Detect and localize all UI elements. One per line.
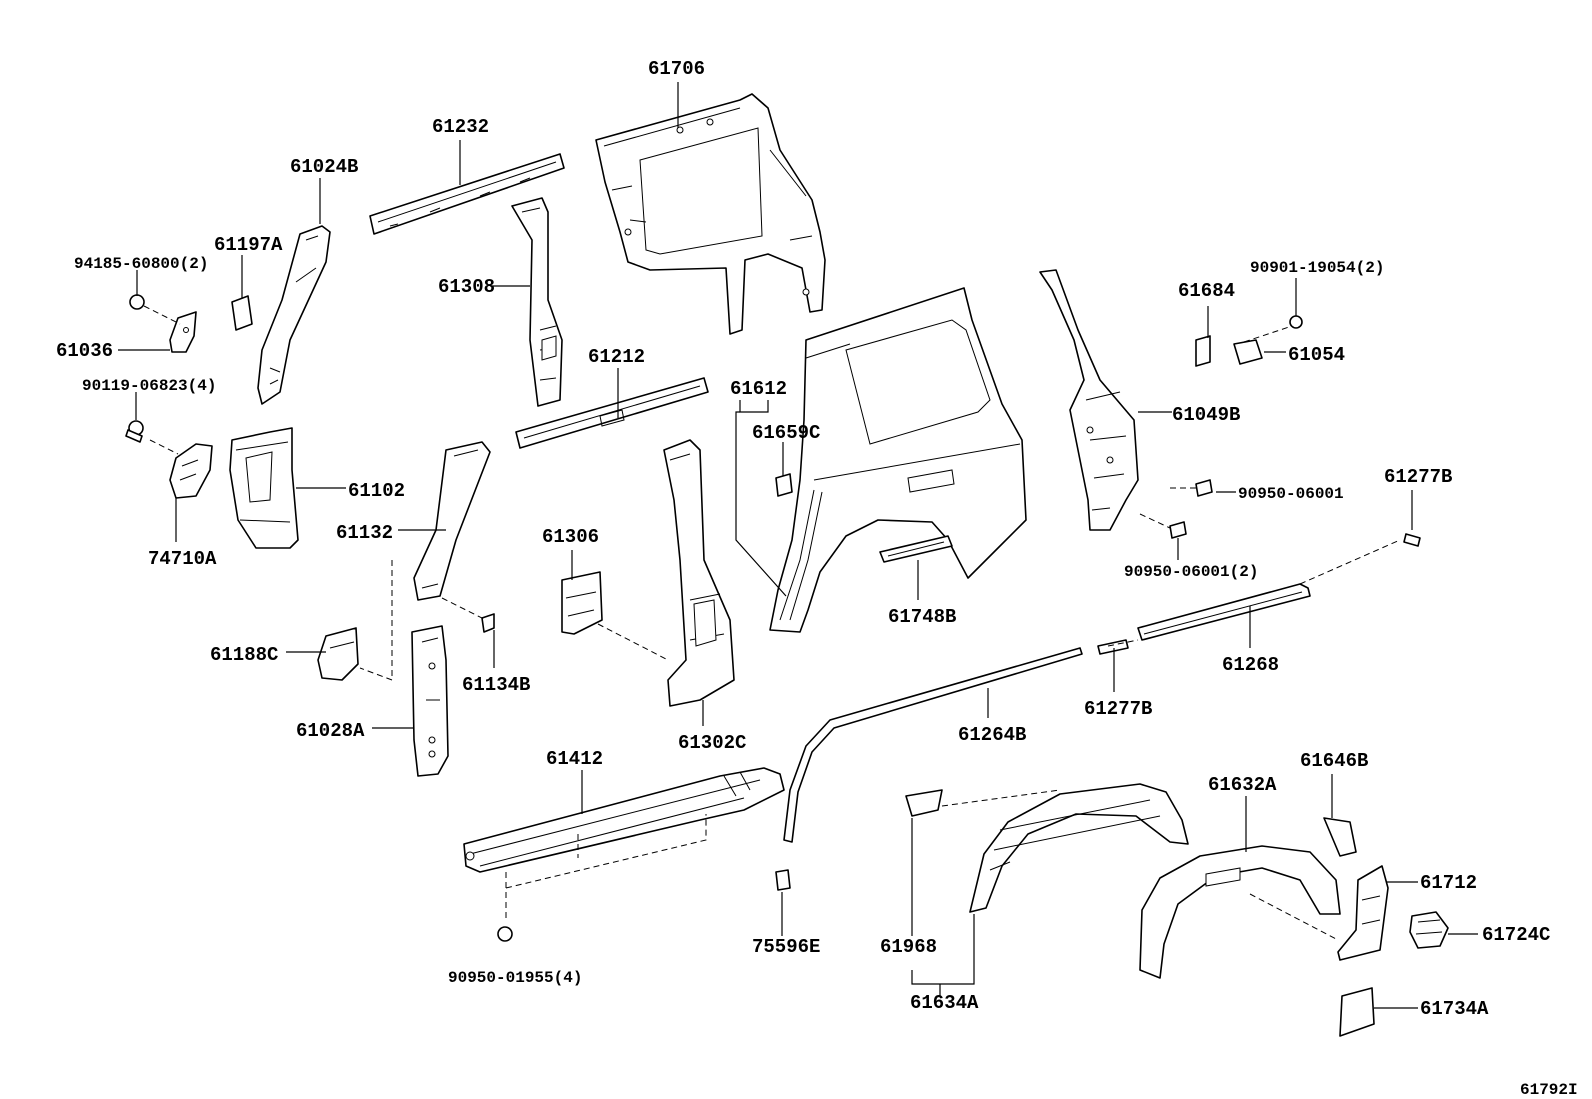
part-61197A-bracket — [231, 295, 253, 331]
part-61306-bracket — [561, 571, 603, 635]
label-61132: 61132 — [336, 522, 393, 544]
part-61748B-rail — [879, 535, 953, 563]
label-61706: 61706 — [648, 58, 705, 80]
label-61712: 61712 — [1420, 872, 1477, 894]
part-61212-rail — [515, 377, 709, 449]
label-61632A: 61632A — [1208, 774, 1277, 796]
label-75596E: 75596E — [752, 936, 820, 958]
part-61102-panel — [229, 427, 299, 549]
label-61612: 61612 — [730, 378, 787, 400]
label-61306: 61306 — [542, 526, 599, 548]
label-90950-06001-2: 90950-06001(2) — [1124, 563, 1258, 581]
part-61302C-pillar — [663, 439, 735, 707]
leader-lines — [118, 82, 1478, 1009]
label-61212: 61212 — [588, 346, 645, 368]
part-61024B-pillar — [257, 225, 331, 405]
label-61264B: 61264B — [958, 724, 1026, 746]
label-61054: 61054 — [1288, 344, 1345, 366]
part-61712-extension — [1337, 865, 1389, 961]
label-90901-19054: 90901-19054(2) — [1250, 259, 1384, 277]
part-74710A-bracket — [125, 420, 213, 499]
part-61706-inner-panel-upper — [595, 93, 826, 335]
part-61968-bracket — [905, 789, 943, 817]
label-61734A: 61734A — [1420, 998, 1489, 1020]
label-61197A: 61197A — [214, 234, 283, 256]
label-61188C: 61188C — [210, 644, 278, 666]
label-61412: 61412 — [546, 748, 603, 770]
part-61632A-wheel-arch — [1139, 845, 1341, 979]
label-61308: 61308 — [438, 276, 495, 298]
label-61684: 61684 — [1178, 280, 1235, 302]
part-61028A-pillar-lower — [411, 625, 449, 777]
label-61268: 61268 — [1222, 654, 1279, 676]
label-90950-06001: 90950-06001 — [1238, 485, 1344, 503]
part-61268-rail — [1137, 583, 1311, 641]
part-61232-roof-side-rail — [369, 153, 565, 235]
label-74710A: 74710A — [148, 548, 217, 570]
part-90950-plugs — [1169, 479, 1213, 539]
label-61049B: 61049B — [1172, 404, 1240, 426]
label-61968: 61968 — [880, 936, 937, 958]
label-61102: 61102 — [348, 480, 405, 502]
part-61646B-bracket — [1323, 817, 1357, 857]
label-61028A: 61028A — [296, 720, 365, 742]
figure-code: 61792I — [1520, 1081, 1578, 1099]
label-61024B: 61024B — [290, 156, 358, 178]
part-61412-rocker — [463, 767, 785, 942]
label-61036: 61036 — [56, 340, 113, 362]
label-61134B: 61134B — [462, 674, 530, 696]
label-61646B: 61646B — [1300, 750, 1368, 772]
part-61659C-clip — [775, 473, 793, 497]
label-94185-60800: 94185-60800(2) — [74, 255, 208, 273]
part-61036-bracket — [129, 294, 197, 353]
part-61277B-middle — [1097, 639, 1129, 655]
part-61308-center-pillar — [511, 197, 563, 407]
part-61049B-pillar — [1039, 269, 1139, 531]
part-61134B-bracket — [481, 613, 495, 633]
label-61277B-top: 61277B — [1384, 466, 1452, 488]
part-61264B-moulding — [783, 647, 1083, 843]
label-90950-01955: 90950-01955(4) — [448, 969, 582, 987]
part-61612-quarter-panel — [769, 287, 1027, 633]
part-61132-pillar — [413, 441, 491, 601]
label-90119-06823: 90119-06823(4) — [82, 377, 216, 395]
label-61277B-middle: 61277B — [1084, 698, 1152, 720]
part-75596E-clip — [775, 869, 791, 891]
part-61188C-bracket — [317, 627, 359, 681]
label-61232: 61232 — [432, 116, 489, 138]
label-61634A: 61634A — [910, 992, 979, 1014]
part-labels: 61706 61232 61024B 61197A 94185-60800(2)… — [56, 58, 1578, 1099]
part-61634A-wheelhouse — [969, 783, 1189, 913]
label-61302C: 61302C — [678, 732, 746, 754]
part-61734A-bracket — [1339, 987, 1375, 1037]
part-61684-bracket — [1195, 315, 1303, 367]
part-61277B-top — [1403, 533, 1421, 547]
label-61659C: 61659C — [752, 422, 820, 444]
part-61724C-bracket — [1409, 911, 1449, 949]
label-61724C: 61724C — [1482, 924, 1550, 946]
label-61748B: 61748B — [888, 606, 956, 628]
